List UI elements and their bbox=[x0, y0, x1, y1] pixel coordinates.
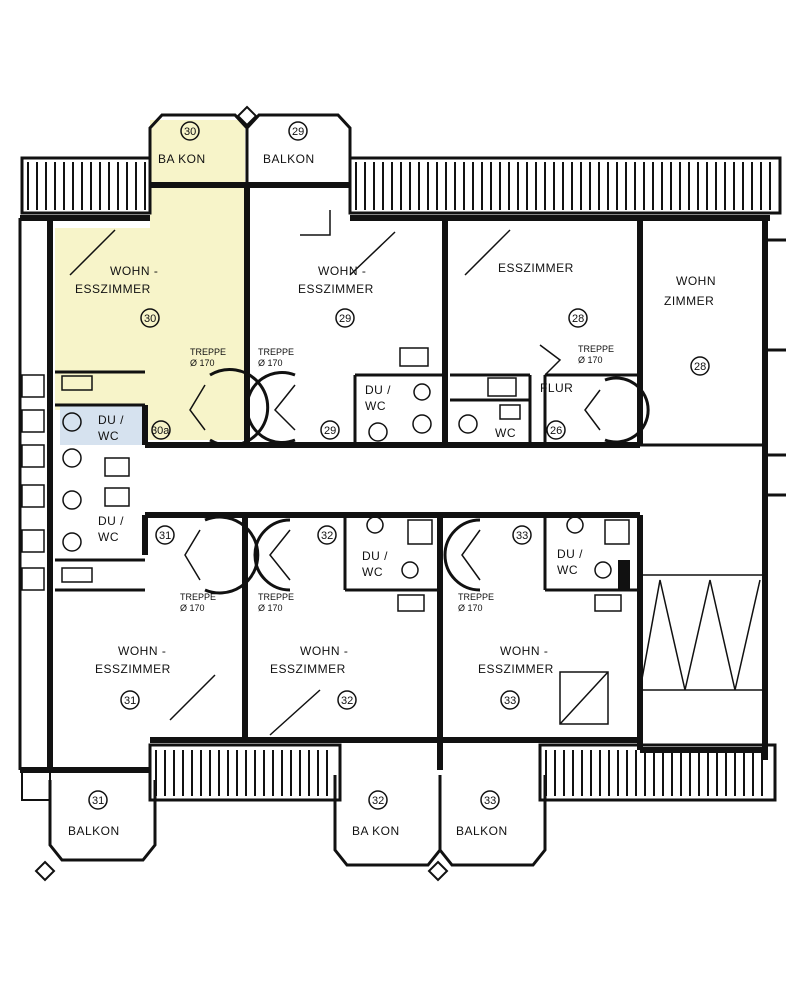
svg-text:TREPPE: TREPPE bbox=[258, 592, 294, 602]
svg-text:DU /: DU / bbox=[557, 547, 583, 561]
svg-text:BALKON: BALKON bbox=[263, 152, 315, 166]
svg-text:WC: WC bbox=[362, 565, 383, 579]
svg-text:ESSZIMMER: ESSZIMMER bbox=[478, 662, 554, 676]
svg-text:33: 33 bbox=[504, 695, 516, 707]
svg-text:WOHN -: WOHN - bbox=[500, 644, 548, 658]
svg-text:30: 30 bbox=[184, 126, 196, 138]
walls bbox=[18, 182, 786, 773]
svg-text:28: 28 bbox=[694, 361, 706, 373]
balcony-33: 33 BALKON bbox=[438, 775, 547, 867]
svg-text:WOHN -: WOHN - bbox=[318, 264, 366, 278]
room-label: ESSZIMMER bbox=[75, 282, 151, 296]
svg-text:WC: WC bbox=[557, 563, 578, 577]
svg-text:WC: WC bbox=[365, 399, 386, 413]
svg-text:32: 32 bbox=[321, 530, 333, 542]
svg-text:Ø 170: Ø 170 bbox=[190, 358, 215, 368]
svg-text:DU /: DU / bbox=[98, 413, 124, 427]
column-marker-bottom bbox=[427, 860, 449, 882]
left-fixtures bbox=[21, 374, 130, 591]
svg-text:WC: WC bbox=[495, 426, 516, 440]
svg-text:30: 30 bbox=[144, 313, 156, 325]
svg-text:WOHN: WOHN bbox=[676, 274, 716, 288]
svg-text:29: 29 bbox=[339, 313, 351, 325]
spiral-stairs bbox=[184, 368, 650, 595]
column-marker-top bbox=[236, 105, 258, 127]
svg-text:DU /: DU / bbox=[98, 514, 124, 528]
svg-text:28: 28 bbox=[572, 313, 584, 325]
svg-text:Ø 170: Ø 170 bbox=[258, 358, 283, 368]
top-railing bbox=[20, 156, 782, 215]
svg-text:ESSZIMMER: ESSZIMMER bbox=[95, 662, 171, 676]
svg-text:TREPPE: TREPPE bbox=[578, 344, 614, 354]
svg-text:TREPPE: TREPPE bbox=[180, 592, 216, 602]
opening-lines bbox=[69, 210, 765, 736]
svg-text:Ø 170: Ø 170 bbox=[180, 603, 205, 613]
unit-30-wc-highlight bbox=[60, 405, 145, 445]
svg-text:WOHN -: WOHN - bbox=[300, 644, 348, 658]
balcony-32: 32 BA KON bbox=[333, 775, 442, 867]
svg-text:Ø 170: Ø 170 bbox=[458, 603, 483, 613]
svg-text:33: 33 bbox=[484, 795, 496, 807]
balcony-29: 29 BALKON bbox=[245, 113, 352, 185]
unit-30-highlight bbox=[55, 120, 245, 440]
svg-text:29: 29 bbox=[324, 425, 336, 437]
svg-text:DU /: DU / bbox=[362, 549, 388, 563]
balcony-31: 31 BALKON bbox=[48, 780, 157, 862]
bath-fixtures bbox=[366, 347, 630, 612]
svg-text:ESSZIMMER: ESSZIMMER bbox=[298, 282, 374, 296]
svg-text:FLUR: FLUR bbox=[540, 381, 573, 395]
svg-text:33: 33 bbox=[516, 530, 528, 542]
svg-text:TREPPE: TREPPE bbox=[258, 347, 294, 357]
svg-text:26: 26 bbox=[550, 425, 562, 437]
svg-text:WC: WC bbox=[98, 429, 119, 443]
svg-text:32: 32 bbox=[372, 795, 384, 807]
svg-text:BA KON: BA KON bbox=[352, 824, 400, 838]
svg-text:ESSZIMMER: ESSZIMMER bbox=[270, 662, 346, 676]
svg-text:Ø 170: Ø 170 bbox=[578, 355, 603, 365]
svg-text:30a: 30a bbox=[151, 425, 170, 437]
svg-text:WC: WC bbox=[98, 530, 119, 544]
svg-text:ESSZIMMER: ESSZIMMER bbox=[498, 261, 574, 275]
svg-text:29: 29 bbox=[292, 126, 304, 138]
svg-text:31: 31 bbox=[92, 795, 104, 807]
room-label: WOHN - bbox=[110, 264, 158, 278]
svg-text:31: 31 bbox=[124, 695, 136, 707]
svg-text:ZIMMER: ZIMMER bbox=[664, 294, 714, 308]
svg-text:BA KON: BA KON bbox=[158, 152, 206, 166]
svg-text:TREPPE: TREPPE bbox=[190, 347, 226, 357]
svg-text:DU /: DU / bbox=[365, 383, 391, 397]
svg-text:32: 32 bbox=[341, 695, 353, 707]
svg-text:BALKON: BALKON bbox=[68, 824, 120, 838]
svg-text:BALKON: BALKON bbox=[456, 824, 508, 838]
svg-text:TREPPE: TREPPE bbox=[458, 592, 494, 602]
svg-text:31: 31 bbox=[159, 530, 171, 542]
svg-text:WOHN -: WOHN - bbox=[118, 644, 166, 658]
column-marker-left bbox=[34, 860, 56, 882]
svg-text:Ø 170: Ø 170 bbox=[258, 603, 283, 613]
